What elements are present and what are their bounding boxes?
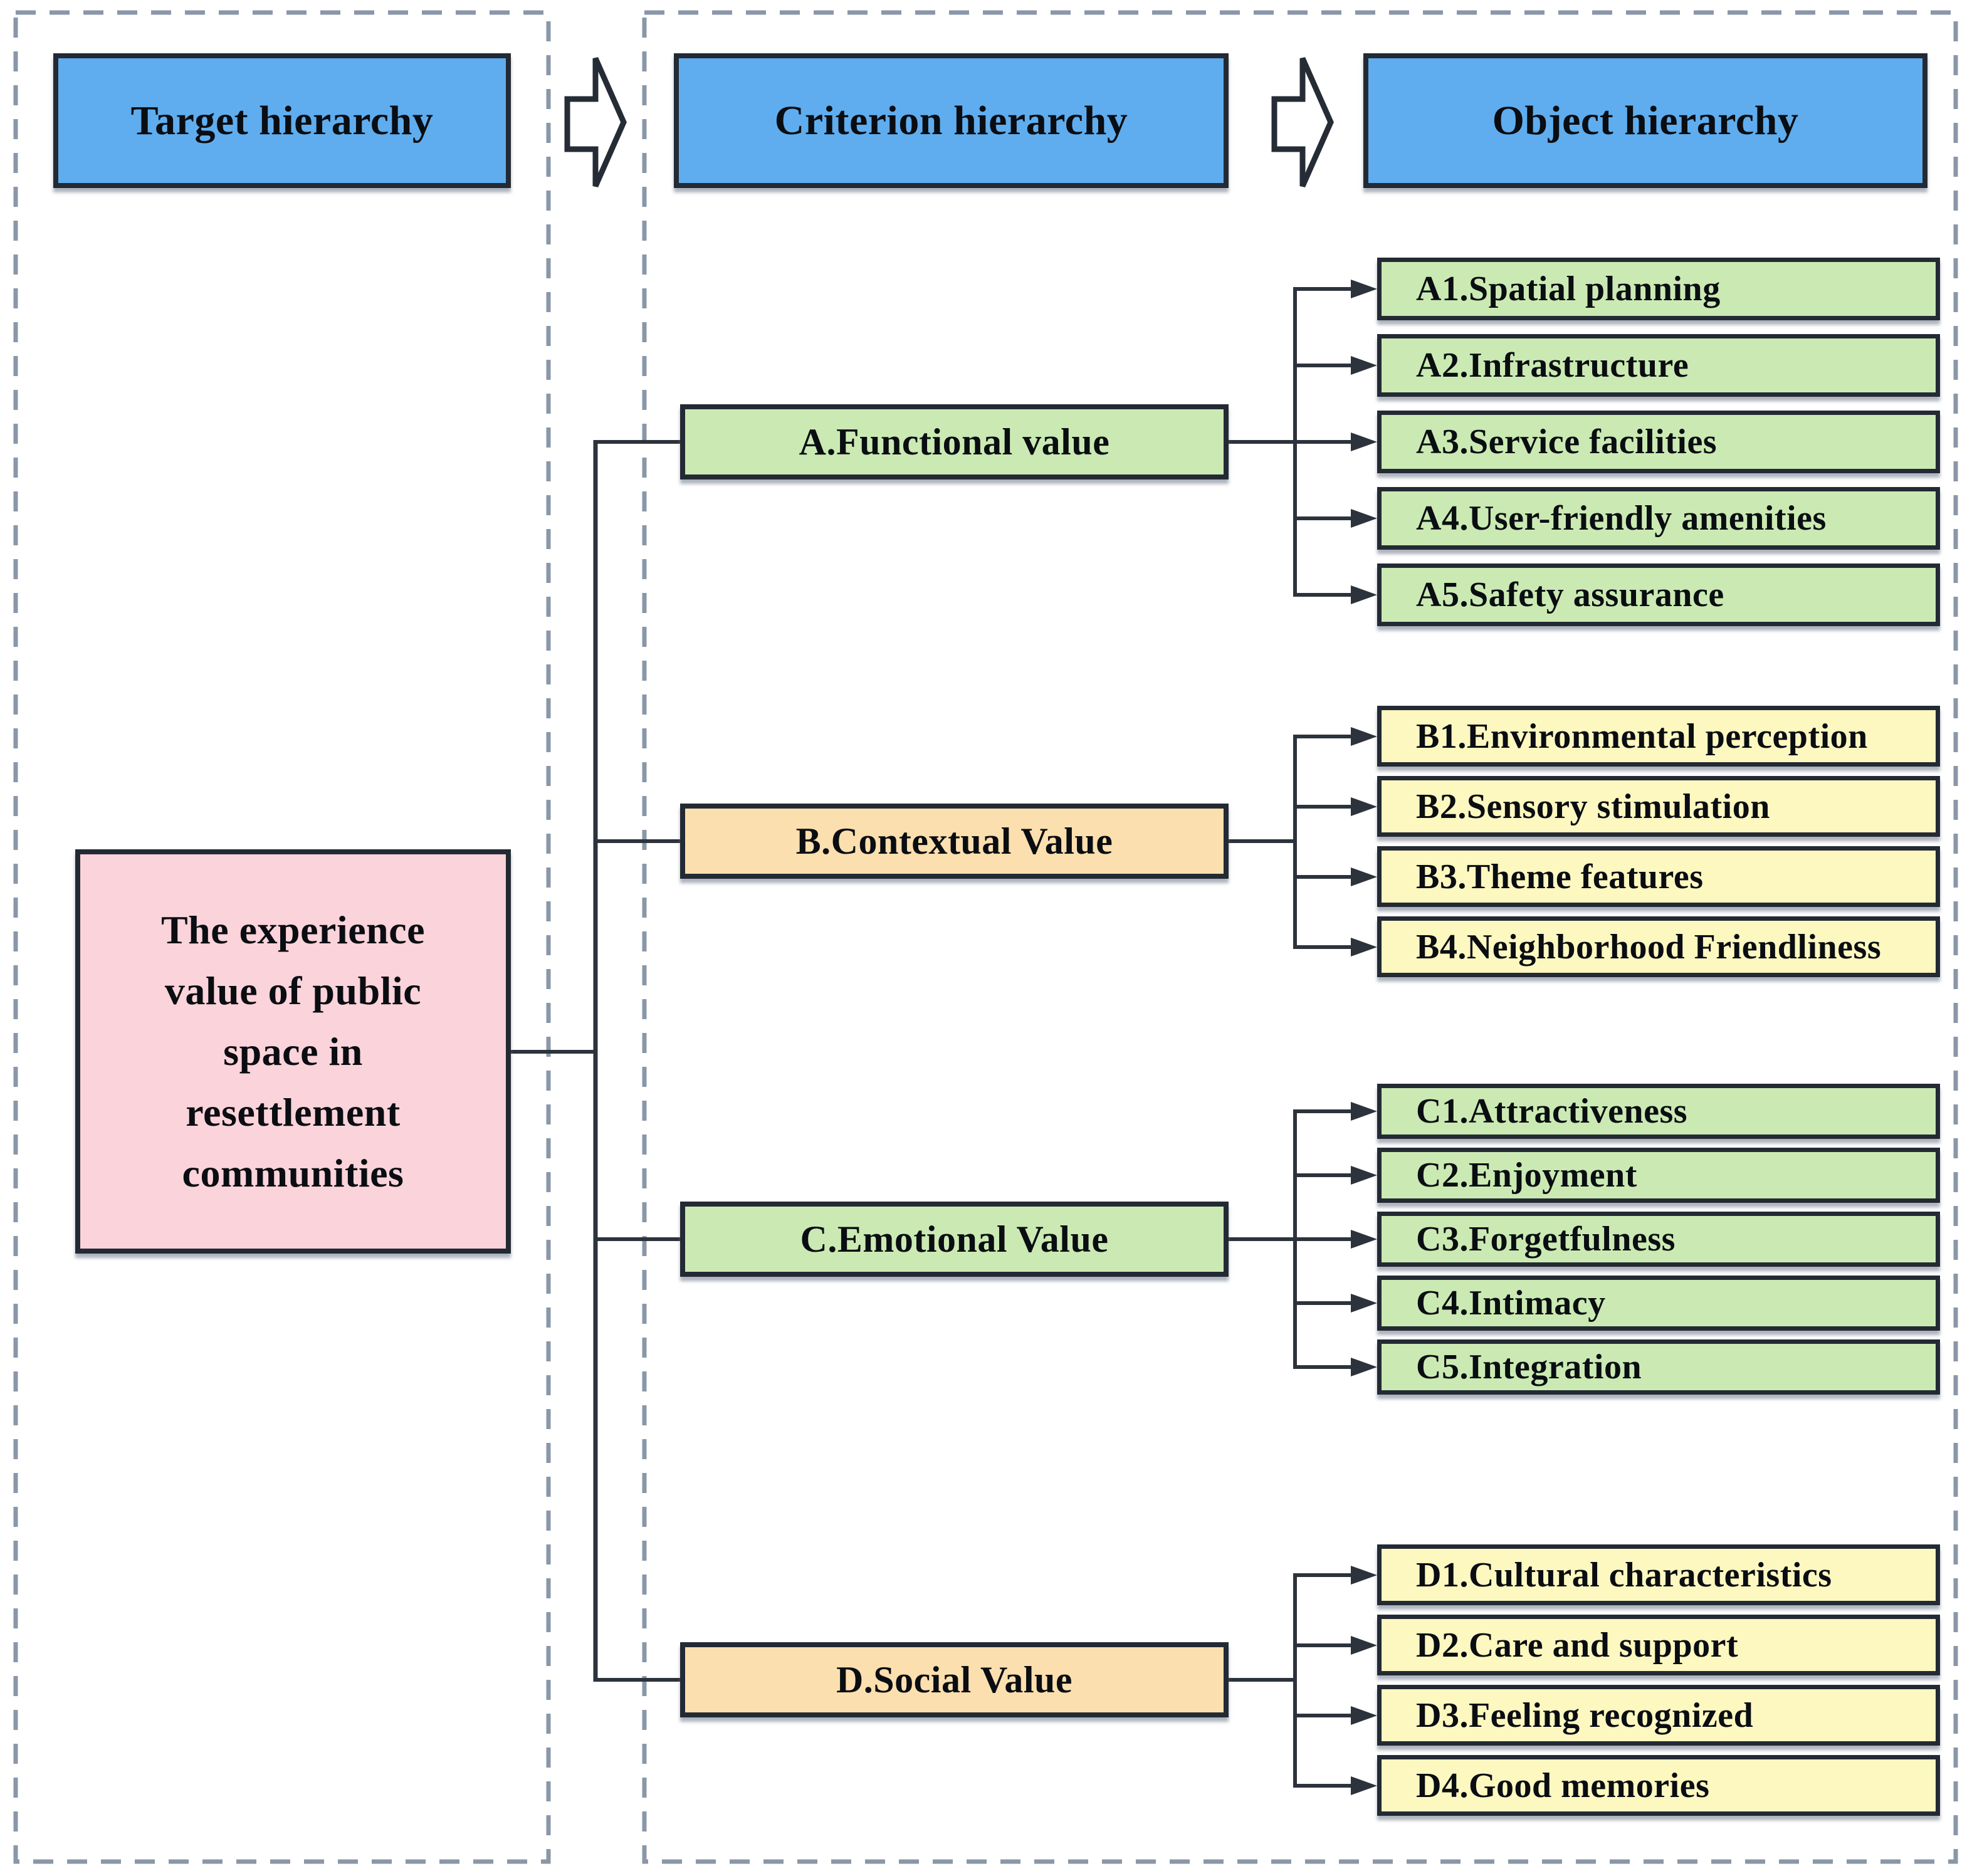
object-node-a4: A4.User-friendly amenities [1377,487,1940,550]
criterion-node-b: B.Contextual Value [680,804,1229,879]
target-node-line: space in [223,1029,363,1074]
target-node: The experience value of public space in … [75,849,511,1254]
target-hierarchy-header: Target hierarchy [53,53,511,188]
object-node-a5: A5.Safety assurance [1377,563,1940,626]
group-c-connectors [1229,1109,1354,1369]
target-node-line: The experience [160,908,426,952]
object-node-c5: C5.Integration [1377,1339,1940,1395]
object-node-c4: C4.Intimacy [1377,1276,1940,1331]
object-node-a2: A2.Infrastructure [1377,334,1940,397]
object-node-c1: C1.Attractiveness [1377,1084,1940,1139]
object-node-d4: D4.Good memories [1377,1755,1940,1816]
object-node-a1: A1.Spatial planning [1377,258,1940,320]
target-node-line: communities [182,1151,404,1195]
group-b-arrowheads [1351,727,1377,956]
object-node-d3: D3.Feeling recognized [1377,1685,1940,1746]
criterion-node-c: C.Emotional Value [680,1202,1229,1277]
criterion-object-panel-border [642,10,1958,1864]
group-a-arrowheads [1351,280,1377,604]
flow-arrow-icon [564,57,627,187]
target-to-criteria-connectors [511,440,680,1682]
group-a-connectors [1229,287,1354,597]
target-node-line: value of public [164,968,422,1013]
target-panel-border [13,10,551,1864]
criterion-node-d: D.Social Value [680,1642,1229,1717]
group-c-arrowheads [1351,1102,1377,1376]
group-b-connectors [1229,735,1354,949]
object-node-b1: B1.Environmental perception [1377,706,1940,767]
object-node-b2: B2.Sensory stimulation [1377,776,1940,837]
object-node-d1: D1.Cultural characteristics [1377,1544,1940,1605]
group-d-connectors [1229,1573,1354,1788]
object-node-a3: A3.Service facilities [1377,411,1940,473]
object-node-c3: C3.Forgetfulness [1377,1212,1940,1267]
object-node-b3: B3.Theme features [1377,846,1940,907]
object-node-d2: D2.Care and support [1377,1615,1940,1675]
object-node-b4: B4.Neighborhood Friendliness [1377,916,1940,977]
flow-arrow-icon [1271,57,1334,187]
group-d-arrowheads [1351,1566,1377,1795]
object-node-c2: C2.Enjoyment [1377,1148,1940,1203]
target-node-line: resettlement [186,1090,401,1135]
criterion-hierarchy-header: Criterion hierarchy [674,53,1229,188]
object-hierarchy-header: Object hierarchy [1363,53,1927,188]
criterion-node-a: A.Functional value [680,404,1229,479]
